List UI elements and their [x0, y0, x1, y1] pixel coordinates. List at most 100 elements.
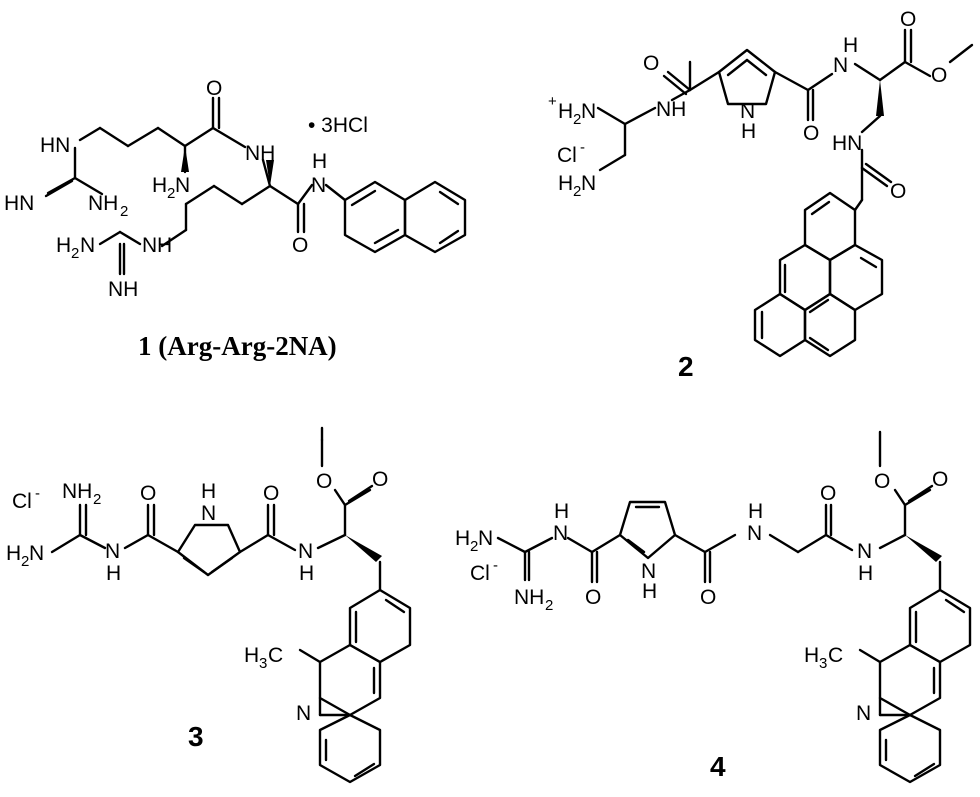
- atom-label: O: [890, 180, 906, 203]
- atom-label: NH: [108, 278, 138, 301]
- atom-label: N: [833, 54, 848, 77]
- atom-label: H: [152, 174, 167, 197]
- atom-label: H: [201, 480, 216, 503]
- atom-label: O: [263, 482, 279, 505]
- atom-label: N: [296, 702, 311, 725]
- atom-label: H: [741, 120, 756, 143]
- atom-label: N: [201, 502, 216, 525]
- atom-label: N: [311, 174, 326, 197]
- atom-label: N: [105, 540, 120, 563]
- compound-1-stereo-wedge-1: [181, 146, 189, 172]
- atom-label: H: [244, 644, 259, 667]
- compound-1-bonds: [44, 96, 467, 276]
- compound-1: HN HN NH 2 H 2 N O NH H N O H 2 N N H NH…: [4, 77, 467, 361]
- atom-label: O: [931, 64, 947, 87]
- atom-label: H: [106, 562, 121, 585]
- atom-subscript: 2: [93, 491, 101, 508]
- compound-1-atoms: HN HN NH 2 H 2 N O NH H N O H 2 N N H NH…: [4, 77, 368, 301]
- atom-charge: -: [493, 557, 498, 574]
- atom-charge: -: [35, 485, 40, 502]
- atom-subscript: 3: [259, 655, 267, 672]
- atom-label: H: [804, 644, 819, 667]
- atom-label: H: [157, 234, 172, 257]
- atom-label: NH: [656, 98, 686, 121]
- atom-label: O: [206, 77, 222, 100]
- atom-label: N: [553, 522, 568, 545]
- atom-label: N: [747, 522, 762, 545]
- compound-2-caption: 2: [678, 351, 694, 382]
- atom-charge: +: [548, 93, 557, 110]
- atom-subscript: 2: [573, 111, 581, 128]
- atom-label: N: [478, 527, 493, 550]
- atom-label: Cl: [557, 144, 577, 167]
- atom-label: N: [175, 174, 190, 197]
- atom-label: NH: [88, 192, 118, 215]
- atom-subscript: 2: [21, 553, 29, 570]
- atom-label: Cl: [470, 562, 490, 585]
- atom-label: H: [748, 500, 763, 523]
- atom-label: N: [142, 234, 157, 257]
- atom-label: H: [558, 172, 573, 195]
- atom-label: N: [581, 100, 596, 123]
- compound-2: + H 2 N Cl - H 2 N O NH N H O H N O O HN…: [548, 8, 974, 382]
- salt-label: • 3HCl: [308, 114, 368, 137]
- atom-label: N: [857, 540, 872, 563]
- atom-label: H: [642, 580, 657, 603]
- atom-label: H: [56, 234, 71, 257]
- compound-3-atoms: Cl - NH 2 H 2 N O N H H N O N H O O H 3 …: [6, 468, 388, 725]
- atom-label: HN: [4, 192, 34, 215]
- atom-label: H: [858, 562, 873, 585]
- atom-charge: -: [580, 139, 585, 156]
- atom-label: H: [6, 542, 21, 565]
- compound-3-caption: 3: [188, 721, 204, 752]
- atom-label: N: [29, 542, 44, 565]
- atom-subscript: 3: [819, 655, 827, 672]
- atom-label: Cl: [12, 490, 32, 513]
- atom-label: H: [554, 500, 569, 523]
- atom-label: H: [843, 34, 858, 57]
- atom-label: N: [581, 172, 596, 195]
- atom-label: O: [372, 468, 388, 491]
- atom-label: N: [80, 234, 95, 257]
- atom-label: C: [828, 644, 843, 667]
- atom-label: O: [700, 586, 716, 609]
- compound-4: H 2 N Cl - NH 2 H N O N H O H N O N H O …: [455, 430, 972, 784]
- compound-1-caption: 1 (Arg-Arg-2NA): [138, 331, 337, 361]
- atom-label: H: [299, 562, 314, 585]
- compound-1-stereo-wedge-2: [266, 160, 274, 186]
- compound-4-atoms: H 2 N Cl - NH 2 H N O N H O H N O N H O …: [455, 468, 948, 725]
- compound-3: Cl - NH 2 H 2 N O N H H N O N H O O H 3 …: [6, 426, 412, 784]
- atom-label: O: [292, 234, 308, 257]
- atom-subscript: 2: [470, 538, 478, 555]
- atom-label: O: [140, 482, 156, 505]
- atom-subscript: 2: [120, 203, 128, 220]
- compound-2-bonds: [596, 28, 974, 358]
- atom-label: NH: [514, 586, 544, 609]
- atom-label: NH: [62, 480, 92, 503]
- atom-label: NH: [245, 142, 275, 165]
- atom-label: O: [932, 468, 948, 491]
- atom-label: HN: [832, 132, 862, 155]
- atom-label: N: [856, 702, 871, 725]
- atom-subscript: 2: [573, 183, 581, 200]
- atom-label: O: [585, 586, 601, 609]
- atom-label: N: [298, 540, 313, 563]
- atom-label: C: [268, 644, 283, 667]
- atom-label: H: [558, 100, 573, 123]
- compound-4-stereo-wedge: [905, 535, 942, 562]
- atom-label: O: [316, 470, 332, 493]
- compound-3-stereo-wedge: [345, 535, 382, 562]
- compound-2-stereo-wedge: [876, 80, 884, 116]
- atom-label: H: [455, 527, 470, 550]
- atom-label: O: [874, 470, 890, 493]
- atom-label: H: [312, 150, 327, 173]
- compound-4-bonds: [496, 430, 972, 784]
- atom-label: O: [900, 8, 916, 31]
- compound-4-caption: 4: [710, 751, 726, 782]
- compound-2-atoms: + H 2 N Cl - H 2 N O NH N H O H N O O HN…: [548, 8, 947, 203]
- atom-label: N: [641, 560, 656, 583]
- atom-label: O: [643, 52, 659, 75]
- atom-label: N: [740, 100, 755, 123]
- atom-subscript: 2: [545, 597, 553, 614]
